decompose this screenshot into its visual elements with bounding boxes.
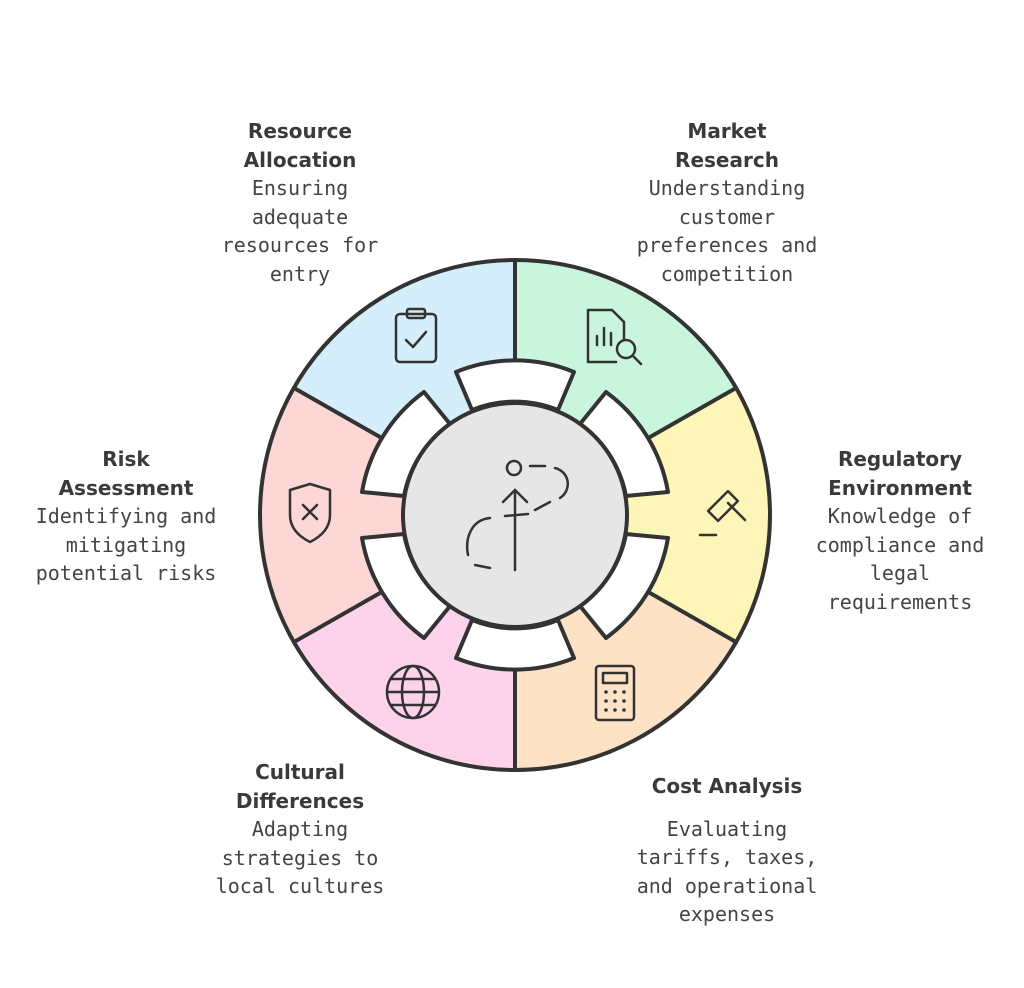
segment-dividers [292, 258, 738, 772]
label-regulatory-environment: Regulatory Environment Knowledge of comp… [795, 445, 1005, 616]
calculator-icon [594, 664, 636, 722]
market-research-title: Market Research [675, 119, 779, 172]
label-cultural-differences: Cultural Differences Adapting strategies… [195, 758, 405, 901]
cultural-differences-title: Cultural Differences [235, 760, 365, 813]
risk-assessment-title: Risk Assessment [58, 447, 194, 500]
resource-allocation-title: Resource Allocation [243, 119, 357, 172]
label-cost-analysis: Cost Analysis Evaluating tariffs, taxes,… [616, 772, 838, 929]
report-search-icon [586, 308, 643, 366]
cultural-differences-description: Adapting strategies to local cultures [215, 817, 385, 898]
label-risk-assessment: Risk Assessment Identifying and mitigati… [20, 445, 232, 588]
shield-x-icon [288, 482, 332, 544]
market-research-description: Understanding customer preferences and c… [636, 176, 818, 286]
path-up-arrow-icon [466, 459, 569, 572]
regulatory-environment-title: Regulatory Environment [828, 447, 972, 500]
label-resource-allocation: Resource Allocation Ensuring adequate re… [195, 117, 405, 288]
resource-allocation-description: Ensuring adequate resources for entry [221, 176, 379, 286]
clipboard-check-icon [394, 307, 438, 364]
cost-analysis-description: Evaluating tariffs, taxes, and operation… [636, 816, 818, 927]
label-market-research: Market Research Understanding customer p… [616, 117, 838, 288]
cost-analysis-title: Cost Analysis [651, 774, 803, 798]
globe-icon [385, 664, 441, 720]
regulatory-environment-description: Knowledge of compliance and legal requir… [815, 504, 985, 614]
risk-assessment-description: Identifying and mitigating potential ris… [35, 504, 217, 585]
gavel-icon [698, 489, 747, 537]
